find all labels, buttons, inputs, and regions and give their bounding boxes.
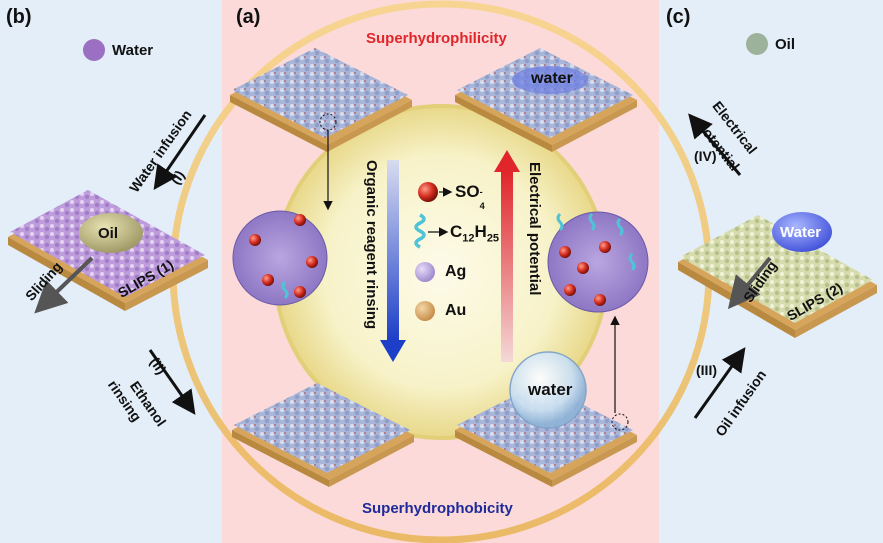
oil-legend-label: Oil bbox=[775, 36, 796, 53]
bubble-water-label: water bbox=[528, 380, 573, 399]
water-drop-flat bbox=[512, 66, 588, 94]
chain-label: C12H25 bbox=[450, 222, 500, 245]
sliding-arrow-right bbox=[727, 256, 772, 310]
zoom-circle-left bbox=[232, 210, 328, 306]
surface-bottom-right bbox=[455, 351, 637, 487]
oil-droplet bbox=[79, 213, 143, 253]
surface-bottom-left bbox=[232, 383, 414, 487]
panel-label-c: (c) bbox=[666, 6, 691, 28]
step2-arrow bbox=[148, 349, 196, 415]
water-bubble bbox=[509, 351, 587, 429]
water-droplet-right bbox=[772, 212, 832, 252]
sulfate-label: SO-4 bbox=[455, 182, 485, 211]
water-legend-label: Water bbox=[112, 42, 154, 59]
top-right-water-label: water bbox=[531, 70, 573, 87]
ag-label: Ag bbox=[445, 263, 467, 280]
au-label: Au bbox=[445, 302, 467, 319]
step3-number: (III) bbox=[696, 362, 717, 378]
bottom-title: Superhydrophobicity bbox=[362, 500, 513, 517]
slips-2-slab bbox=[678, 212, 877, 338]
organic-rinsing-label: Organic reagent rinsing bbox=[363, 160, 380, 330]
surface-top-left bbox=[230, 48, 412, 152]
zoom-marker-bottom bbox=[611, 413, 629, 431]
panel-label-b: (b) bbox=[6, 6, 32, 28]
panel-label-a: (a) bbox=[236, 6, 261, 28]
surface-top-right bbox=[455, 48, 637, 152]
top-title: Superhydrophilicity bbox=[366, 30, 507, 47]
organic-rinsing-arrow bbox=[380, 160, 406, 362]
slips1-oil-label: Oil bbox=[98, 225, 119, 242]
slips-1-slab bbox=[8, 190, 208, 314]
electrical-potential-arrow bbox=[494, 150, 520, 362]
au-legend-icon bbox=[415, 301, 435, 321]
ag-legend-icon bbox=[415, 262, 435, 282]
zoom-circle-right bbox=[547, 211, 649, 313]
electrical-potential-label: Electrical potential bbox=[526, 162, 543, 296]
step4-arrow bbox=[688, 113, 742, 176]
oil-legend-icon bbox=[746, 33, 768, 55]
step1-arrow bbox=[153, 114, 207, 190]
chain-icon bbox=[414, 213, 426, 249]
slips2-water-label: Water bbox=[780, 224, 822, 241]
sulfate-ball-icon bbox=[418, 182, 438, 202]
water-legend-icon bbox=[83, 39, 105, 61]
step3-arrow bbox=[693, 347, 746, 419]
step4-number: (IV) bbox=[694, 148, 717, 164]
sliding-arrow-left bbox=[34, 256, 94, 314]
